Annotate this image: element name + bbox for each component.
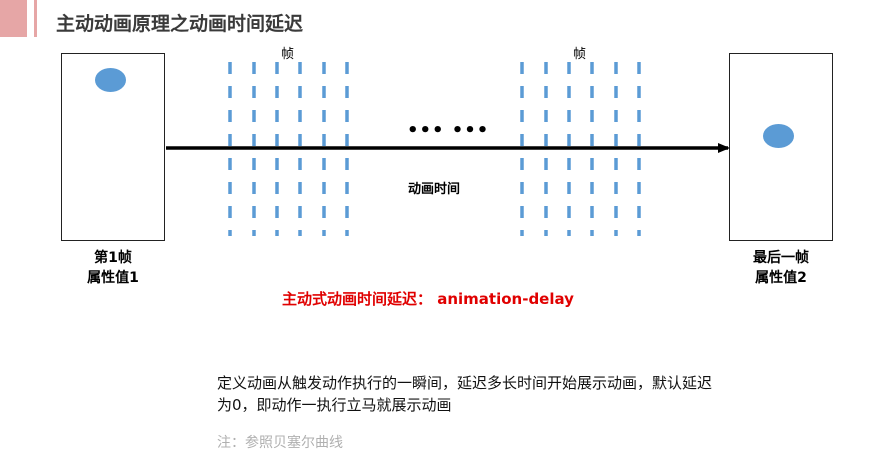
last-frame-title: 最后一帧 (753, 250, 809, 266)
bezier-note: 注：参照贝塞尔曲线 (217, 435, 343, 451)
accent-block (0, 0, 27, 37)
first-frame-title: 第1帧 (94, 250, 132, 266)
delay-description: 定义动画从触发动作执行的一瞬间，延迟多长时间开始展示动画，默认延迟为0，即动作一… (217, 374, 713, 414)
frame-dashes-left (228, 62, 349, 236)
first-frame-label: 第1帧 属性值1 (53, 248, 173, 288)
animation-delay-heading: 主动式动画时间延迟： animation-delay (282, 290, 574, 308)
first-frame-value: 属性值1 (87, 270, 139, 286)
frame-group-label-right: 帧 (573, 47, 587, 62)
end-ball (763, 124, 794, 148)
accent-line (34, 0, 37, 37)
animation-time-label: 动画时间 (408, 182, 461, 197)
last-frame-value: 属性值2 (755, 270, 807, 286)
last-frame-label: 最后一帧 属性值2 (721, 248, 841, 288)
page-title: 主动动画原理之动画时间延迟 (56, 13, 304, 35)
timeline-ellipsis: ••• ••• (407, 120, 490, 141)
frame-dashes-right (520, 62, 641, 236)
frame-group-label-left: 帧 (281, 47, 295, 62)
start-ball (95, 68, 126, 92)
